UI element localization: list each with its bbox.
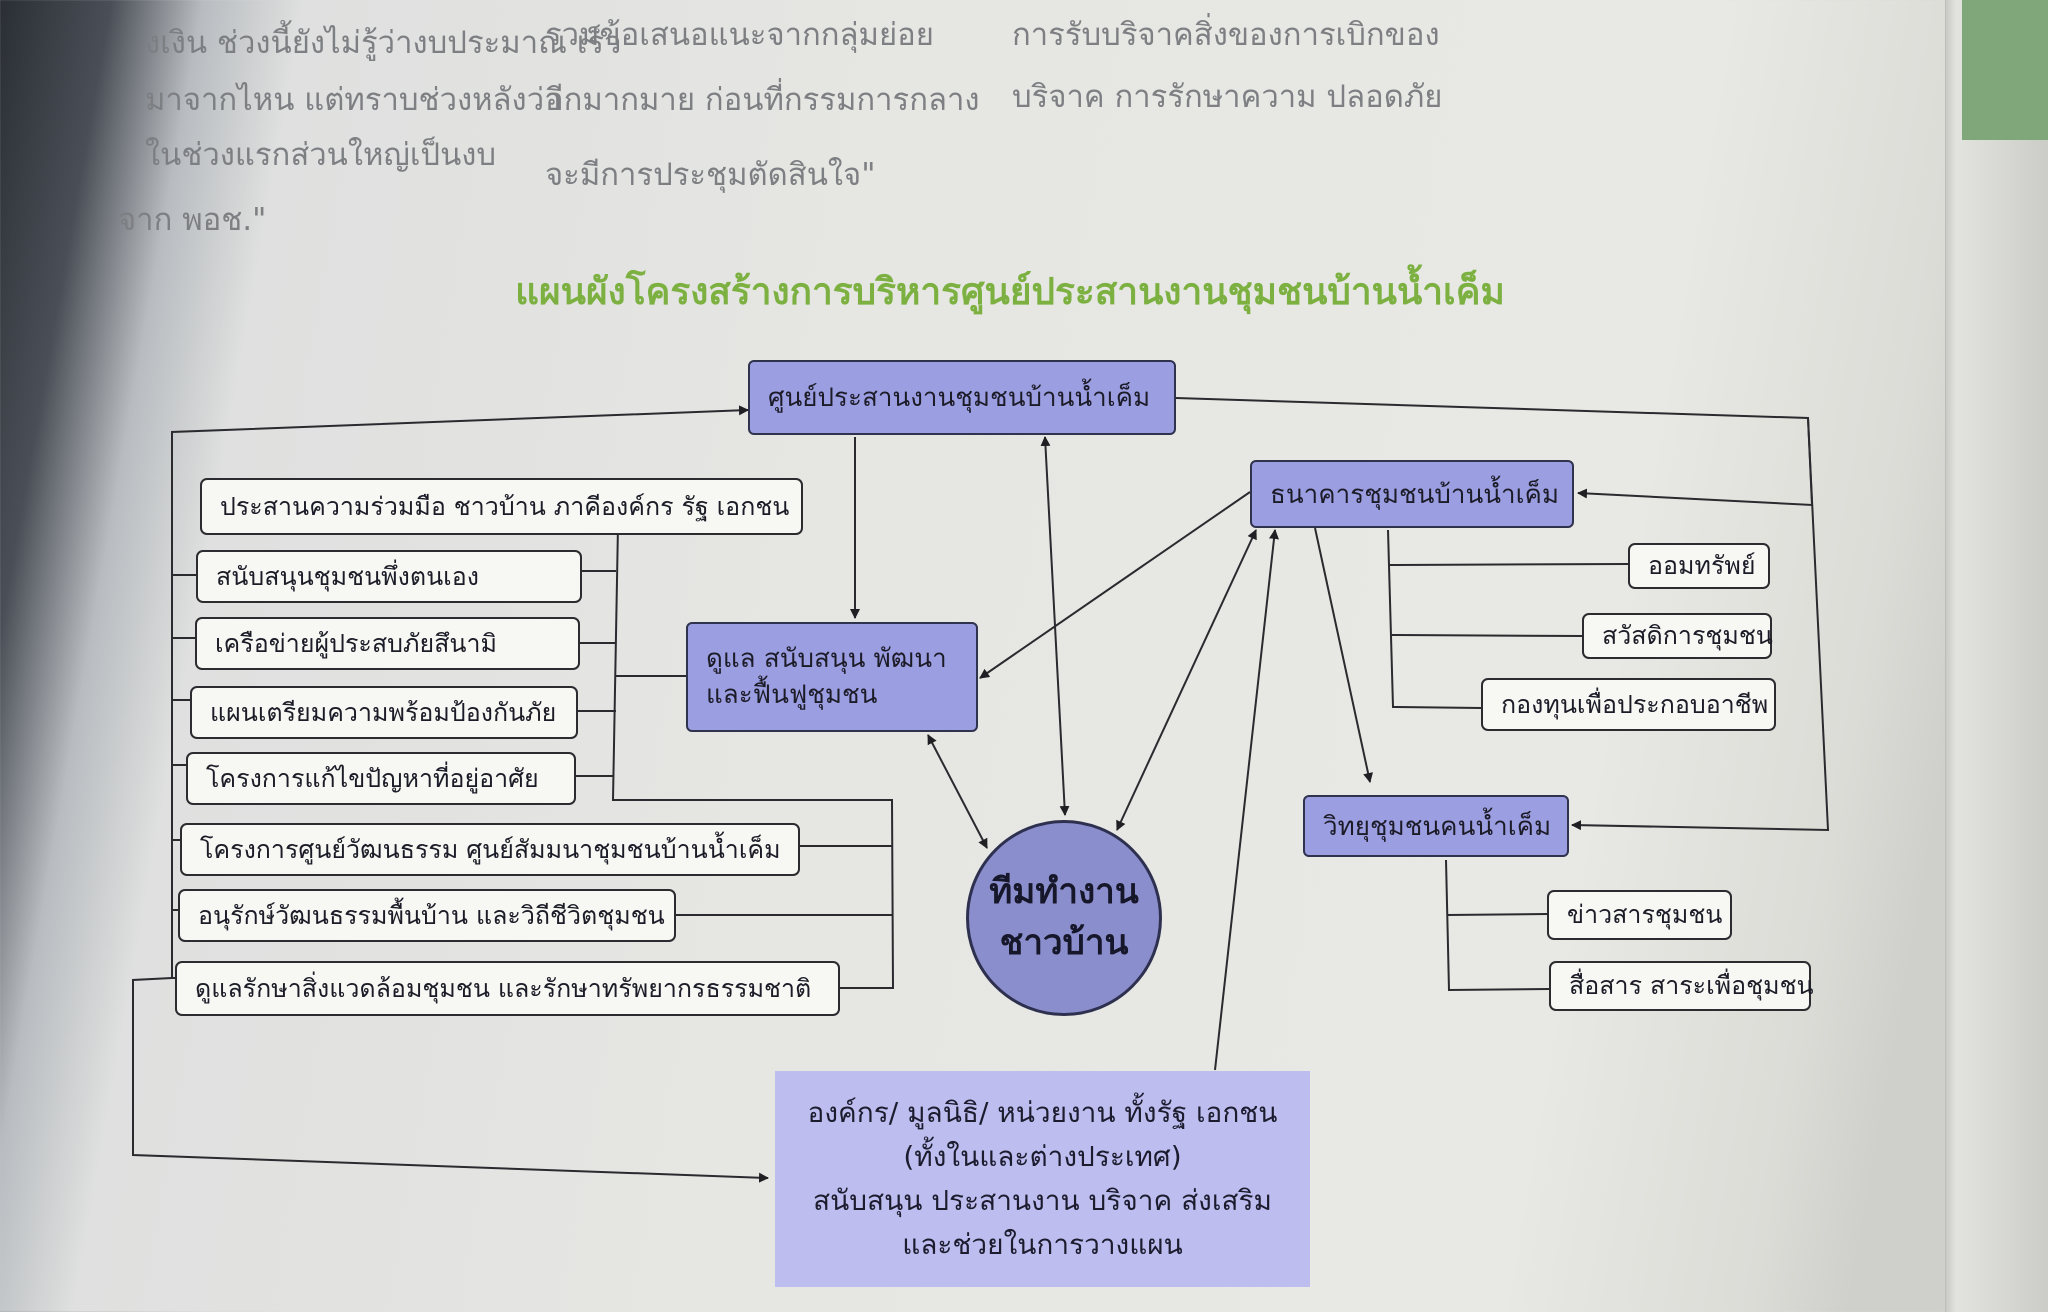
bank-tree-line (1387, 529, 1482, 709)
bank-item-welfare: สวัสดิการชุมชน (1582, 613, 1773, 659)
community-care-box: ดูแล สนับสนุน พัฒนา และฟื้นฟูชุมชน (686, 622, 978, 732)
community-radio-box: วิทยุชุมชนคนน้ำเค็ม (1303, 795, 1569, 857)
loop-line (132, 977, 769, 1183)
diagram-title: แผนผังโครงสร้างการบริหารศูนย์ประสานงานชุ… (515, 270, 1505, 313)
org-line: สนับสนุน ประสานงาน บริจาค ส่งเสริม (812, 1184, 1272, 1217)
arrow-bank-team (1116, 529, 1257, 831)
radio-tree-line (1446, 913, 1548, 916)
loop-line-right (1571, 417, 1830, 832)
left-item-coordination: ประสานความร่วมมือ ชาวบ้าน ภาคีองค์กร รัฐ… (200, 478, 803, 535)
green-tab (1962, 0, 2048, 140)
care-line: และฟื้นฟูชุมชน (706, 680, 878, 710)
bank-tree-line (1389, 563, 1629, 566)
intro-text: บริจาค การรักษาความ ปลอดภัย (1012, 79, 1443, 115)
org-line: และช่วยในการวางแผน (902, 1228, 1183, 1262)
loop-line (171, 765, 180, 841)
bank-tree-line (1391, 634, 1583, 637)
left-item-environment: ดูแลรักษาสิ่งแวดล้อมชุมชน และรักษาทรัพยา… (175, 961, 840, 1016)
intro-text: มาจากไหน แต่ทราบช่วงหลังว่า (145, 82, 562, 118)
left-item-culture-center: โครงการศูนย์วัฒนธรรม ศูนย์สัมมนาชุมชนบ้า… (180, 823, 800, 876)
left-item-tsunami-network: เครือข่ายผู้ประสบภัยสึนามิ (195, 617, 580, 670)
arrow-care-team (927, 734, 988, 849)
intro-text: งเงิน ช่วงนี้ยังไม่รู้ว่างบประมาณ เร็ว (145, 25, 622, 61)
left-item-housing: โครงการแก้ไขปัญหาที่อยู่อาศัย (186, 752, 576, 805)
community-bank-box: ธนาคารชุมชนบ้านน้ำเค็ม (1250, 460, 1574, 528)
intro-text: รวมข้อเสนอแนะจากกลุ่มย่อย (545, 17, 934, 53)
intro-text: จะมีการประชุมตัดสินใจ" (545, 157, 876, 193)
left-item-local-culture: อนุรักษ์วัฒนธรรมพื้นบ้าน และวิถีชีวิตชุม… (178, 889, 676, 942)
arrow-org-bank (1214, 529, 1279, 1071)
arrow-bank-radio (1314, 527, 1373, 783)
left-item-self-reliance: สนับสนุนชุมชนพึ่งตนเอง (196, 550, 582, 603)
center-line: ชาวบ้าน (999, 923, 1129, 963)
center-line: ทีมทำงาน (989, 872, 1139, 913)
intro-text: อีกมากมาย ก่อนที่กรรมการกลาง (545, 82, 980, 118)
radio-item-news: ข่าวสารชุมชน (1547, 890, 1732, 940)
org-line: (ทั้งในและต่างประเทศ) (903, 1139, 1182, 1173)
intro-text: จาก พอช." (118, 202, 267, 238)
organizations-box: องค์กร/ มูลนิธิ/ หน่วยงาน ทั้งรัฐ เอกชน … (775, 1071, 1310, 1287)
org-line: องค์กร/ มูลนิธิ/ หน่วยงาน ทั้งรัฐ เอกชน (807, 1095, 1278, 1129)
coordination-center-box: ศูนย์ประสานงานชุมชนบ้านน้ำเค็ม (748, 360, 1176, 435)
arrow-bank-care (979, 491, 1251, 679)
intro-text: การรับบริจาคสิ่งของการเบิกของ (1012, 17, 1440, 53)
care-line: ดูแล สนับสนุน พัฒนา (706, 643, 947, 674)
left-item-disaster-plan: แผนเตรียมความพร้อมป้องกันภัย (190, 686, 578, 739)
bank-item-career-fund: กองทุนเพื่อประกอบอาชีพ (1481, 678, 1776, 731)
intro-text: ในช่วงแรกส่วนใหญ่เป็นงบ (145, 137, 497, 173)
loop-line (171, 405, 749, 576)
bank-item-savings: ออมทรัพย์ (1628, 543, 1770, 589)
page-edge (1945, 0, 2048, 1312)
villager-team-circle: ทีมทำงาน ชาวบ้าน (966, 820, 1162, 1016)
loop-line (171, 575, 195, 639)
left-tree-line (611, 524, 895, 989)
radio-tree-line (1445, 859, 1550, 992)
radio-item-media: สื่อสาร สาระเพื่อชุมชน (1549, 961, 1814, 1011)
